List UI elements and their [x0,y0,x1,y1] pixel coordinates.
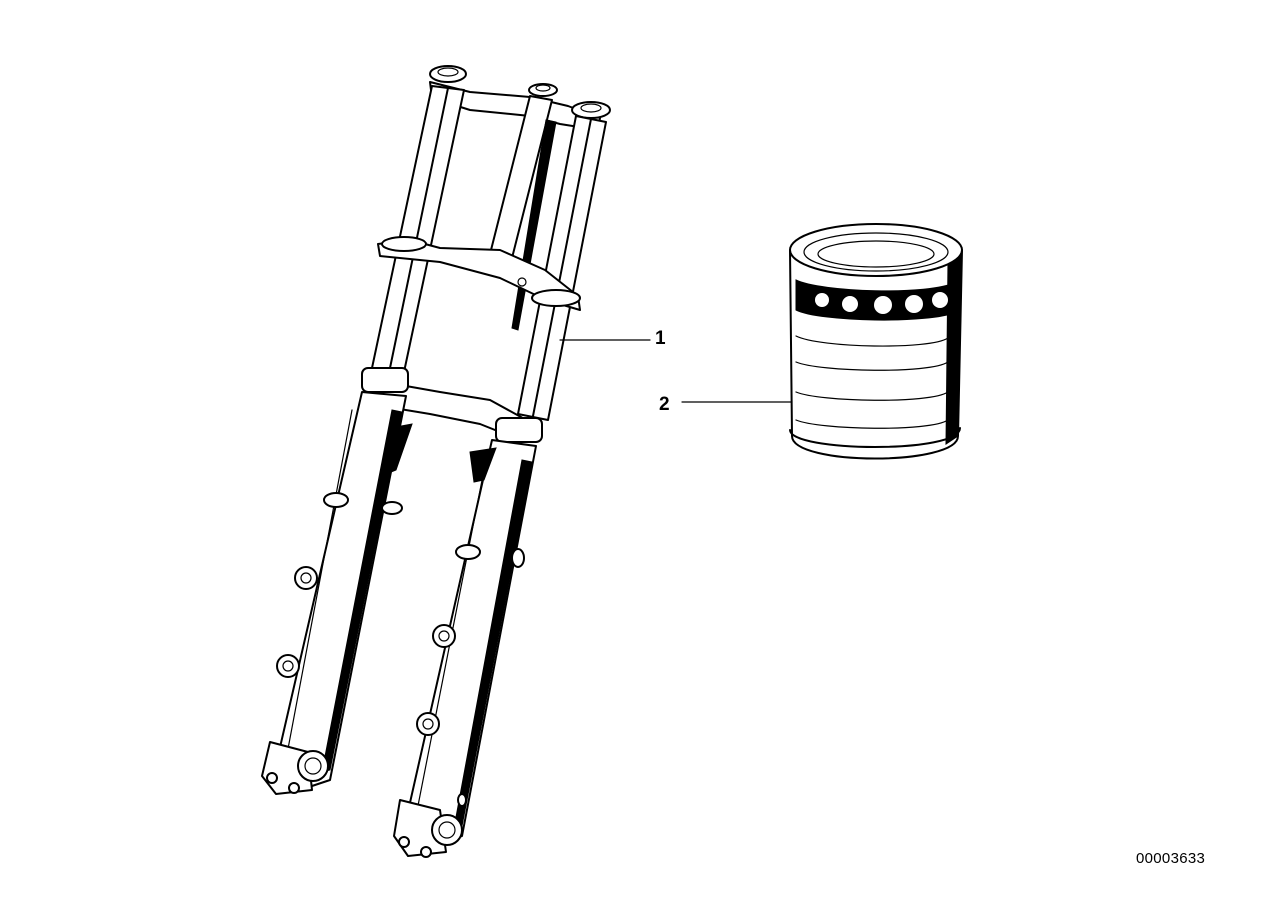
fork-tubes [371,85,607,421]
right-fork-slider [393,439,537,858]
callout-1-label: 1 [655,328,666,349]
filter-perforations [815,292,948,314]
left-fork-slider [261,391,407,795]
leader-lines [559,339,793,403]
front-fork-illustration [261,65,611,858]
diagram-number: 00003633 [1136,850,1206,867]
oil-filter-illustration [789,223,963,460]
callout-2-label: 2 [659,394,670,415]
lower-triple-clamp [377,236,581,311]
